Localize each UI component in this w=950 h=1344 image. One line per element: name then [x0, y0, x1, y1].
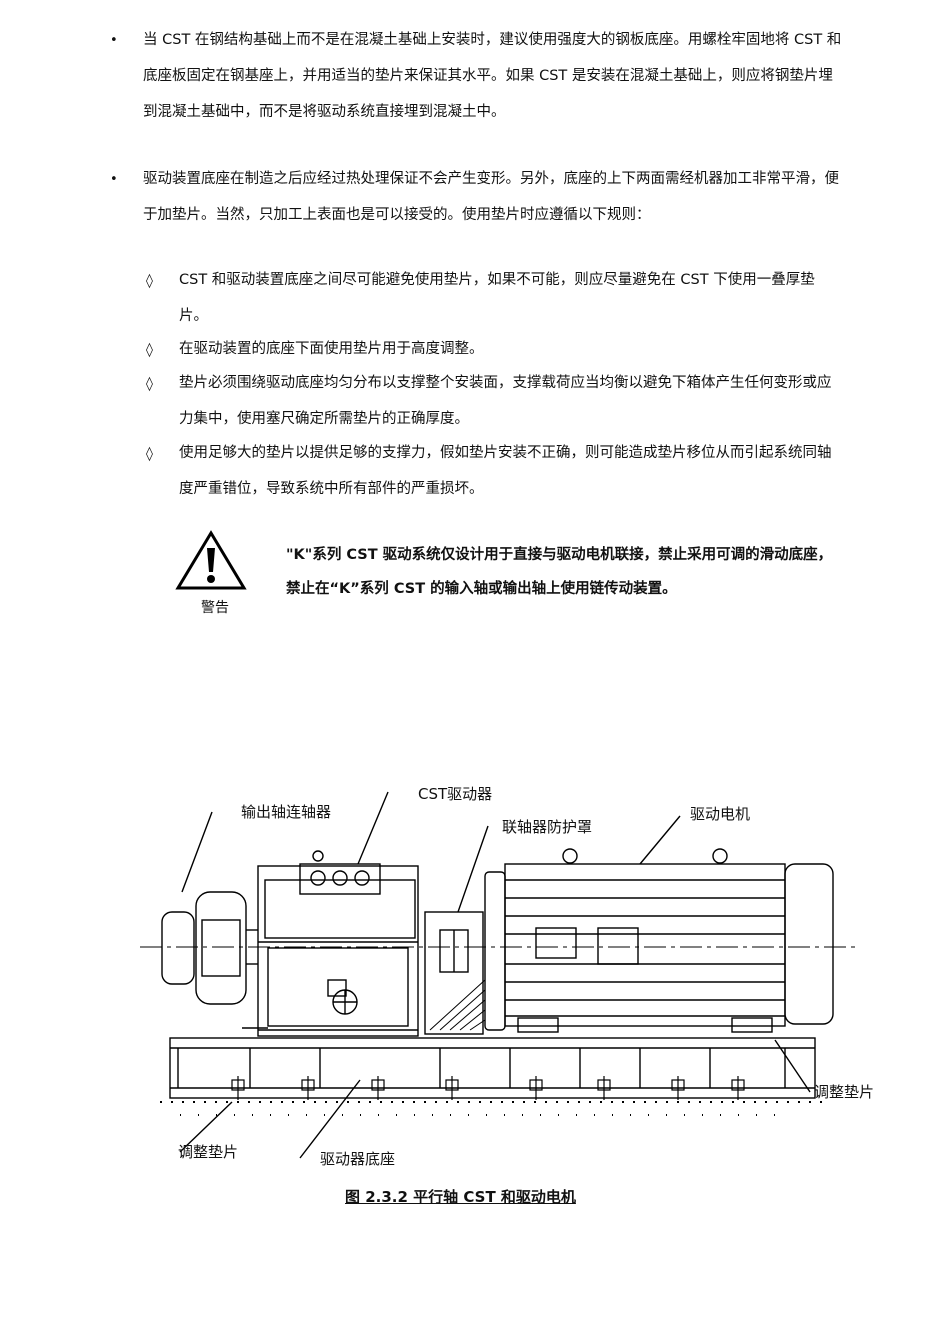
label-cst-drive: CST驱动器	[418, 785, 493, 803]
rule-3: 垫片必须围绕驱动底座均匀分布以支撑整个安装面，支撑载荷应当均衡以避免下箱体产生任…	[179, 375, 832, 427]
paragraph-1: 当 CST 在钢结构基础上而不是在混凝土基础上安装时，建议使用强度大的钢板底座。…	[143, 32, 842, 120]
bullet-2: •	[110, 172, 118, 187]
warning-text: "K"系列 CST 驱动系统仅设计用于直接与驱动电机联接，禁止采用可调的滑动底座…	[286, 547, 833, 597]
rule-marker-1: ◊	[146, 273, 153, 289]
paragraph-2: 驱动装置底座在制造之后应经过热处理保证不会产生变形。另外，底座的上下两面需经机器…	[143, 171, 839, 223]
label-coupling-guard: 联轴器防护罩	[502, 818, 593, 836]
rule-marker-4: ◊	[146, 446, 153, 462]
warning-triangle-icon	[175, 530, 247, 590]
label-drive-base: 驱动器底座	[320, 1150, 396, 1168]
rule-marker-3: ◊	[146, 376, 153, 392]
cst-drive-diagram	[140, 791, 855, 1159]
figure-caption: 图 2.3.2 平行轴 CST 和驱动电机	[345, 1188, 576, 1206]
rule-1: CST 和驱动装置底座之间尽可能避免使用垫片，如果不可能，则应尽量避免在 CST…	[179, 272, 815, 324]
label-shim-left: 调整垫片	[178, 1143, 239, 1161]
label-shim-right: 调整垫片	[814, 1083, 875, 1101]
warning-label: 警告	[201, 600, 229, 616]
rule-4: 使用足够大的垫片以提供足够的支撑力，假如垫片安装不正确，则可能造成垫片移位从而引…	[179, 445, 832, 497]
rule-2: 在驱动装置的底座下面使用垫片用于高度调整。	[179, 341, 484, 357]
label-output-coupling: 输出轴连轴器	[241, 803, 332, 821]
rule-marker-2: ◊	[146, 342, 153, 358]
label-drive-motor: 驱动电机	[690, 805, 751, 823]
bullet-1: •	[110, 33, 118, 48]
